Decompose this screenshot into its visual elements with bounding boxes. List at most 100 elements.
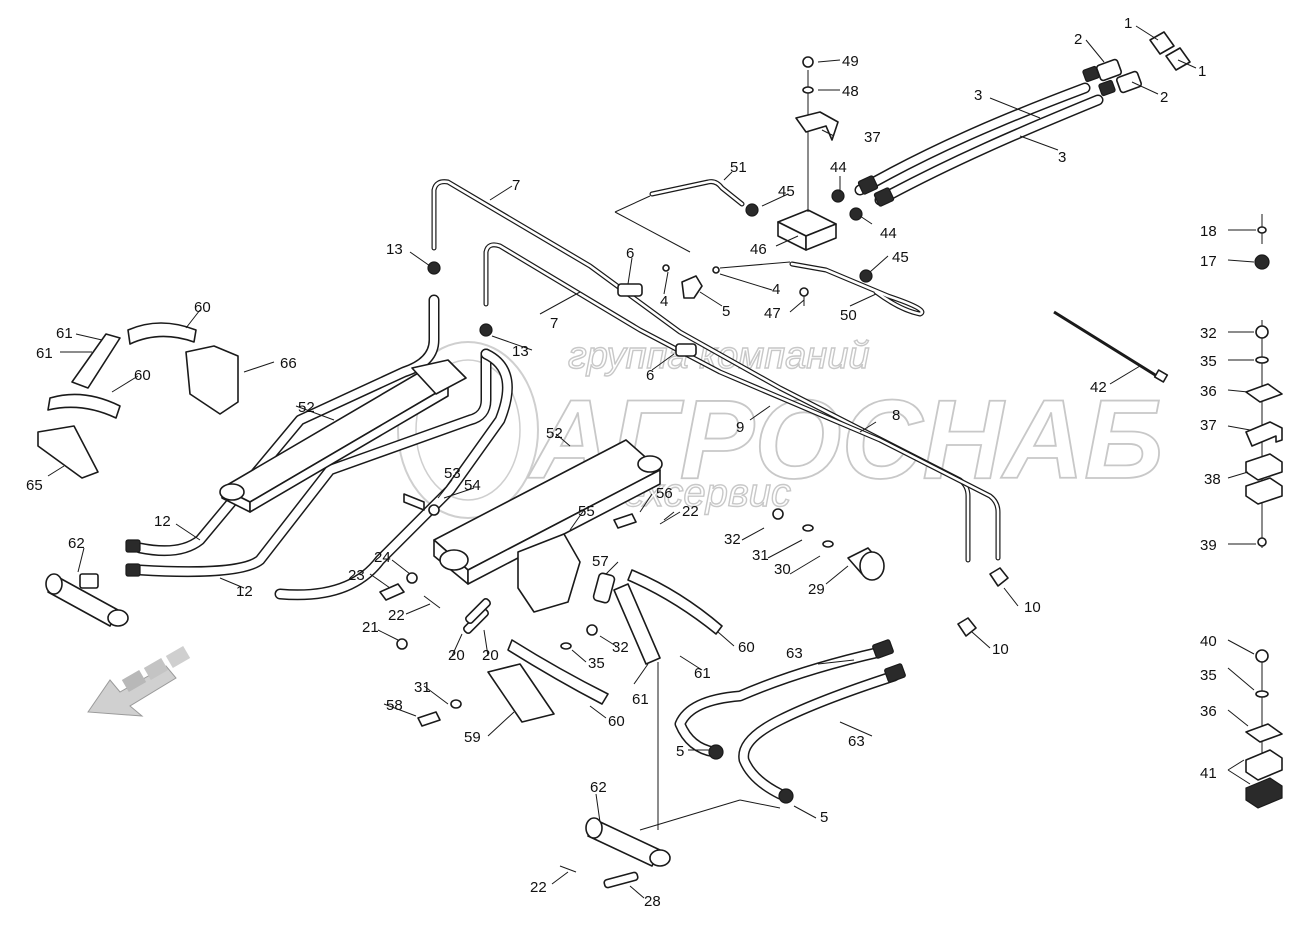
clamp-detail-bottom [1245, 649, 1283, 809]
callout-39: 39 [1200, 537, 1217, 554]
cable-tie [1053, 310, 1169, 383]
callout-22: 22 [388, 607, 405, 624]
callout-61: 61 [694, 665, 711, 682]
callout-12: 12 [154, 513, 171, 530]
callout-57: 57 [592, 553, 609, 570]
callout-63: 63 [848, 733, 865, 750]
callout-54: 54 [464, 477, 481, 494]
callout-1: 1 [1198, 63, 1206, 80]
callout-32: 32 [612, 639, 629, 656]
callout-61: 61 [56, 325, 73, 342]
steel-tubes [431, 179, 1001, 563]
callout-42: 42 [1090, 379, 1107, 396]
callout-37: 37 [1200, 417, 1217, 434]
callout-61: 61 [632, 691, 649, 708]
small-parts [379, 493, 885, 727]
callout-61: 61 [36, 345, 53, 362]
callout-53: 53 [444, 465, 461, 482]
callout-66: 66 [280, 355, 297, 372]
callout-3: 3 [1058, 149, 1066, 166]
callout-45: 45 [778, 183, 795, 200]
callout-29: 29 [808, 581, 825, 598]
callout-52: 52 [298, 399, 315, 416]
callout-60: 60 [134, 367, 151, 384]
callout-7: 7 [550, 315, 558, 332]
callout-22: 22 [530, 879, 547, 896]
callout-51: 51 [730, 159, 747, 176]
frame-rear [219, 359, 467, 513]
left-cylinder [45, 573, 129, 627]
callout-10: 10 [1024, 599, 1041, 616]
callout-55: 55 [578, 503, 595, 520]
callout-12: 12 [236, 583, 253, 600]
callout-46: 46 [750, 241, 767, 258]
callout-5: 5 [722, 303, 730, 320]
rear-hoses [639, 567, 1009, 831]
callout-5: 5 [820, 809, 828, 826]
callout-49: 49 [842, 53, 859, 70]
callout-4: 4 [772, 281, 780, 298]
callout-17: 17 [1200, 253, 1217, 270]
upper-hoses [854, 31, 1191, 207]
callout-40: 40 [1200, 633, 1217, 650]
callout-4: 4 [660, 293, 668, 310]
callout-22: 22 [682, 503, 699, 520]
callout-50: 50 [840, 307, 857, 324]
watermark: группа компаний АГРОСНАБ техсервис [397, 334, 1164, 519]
callout-1: 1 [1124, 15, 1132, 32]
callout-63: 63 [786, 645, 803, 662]
callout-10: 10 [992, 641, 1009, 658]
central-links [487, 569, 723, 830]
valve-block [745, 56, 873, 283]
direction-arrow [87, 645, 191, 717]
callout-44: 44 [880, 225, 897, 242]
callout-21: 21 [362, 619, 379, 636]
callout-38: 38 [1204, 471, 1221, 488]
callout-62: 62 [68, 535, 85, 552]
callout-9: 9 [736, 419, 744, 436]
callout-60: 60 [608, 713, 625, 730]
callout-2: 2 [1074, 31, 1082, 48]
callout-5: 5 [676, 743, 684, 760]
callout-13: 13 [386, 241, 403, 258]
callout-59: 59 [464, 729, 481, 746]
callout-35: 35 [1200, 667, 1217, 684]
callout-20: 20 [448, 647, 465, 664]
frame-front [433, 439, 663, 613]
callout-60: 60 [738, 639, 755, 656]
callout-2: 2 [1160, 89, 1168, 106]
callout-3: 3 [974, 87, 982, 104]
callout-35: 35 [1200, 353, 1217, 370]
callout-7: 7 [512, 177, 520, 194]
callout-36: 36 [1200, 703, 1217, 720]
callout-6: 6 [646, 367, 654, 384]
callout-58: 58 [386, 697, 403, 714]
callout-24: 24 [374, 549, 391, 566]
callout-65: 65 [26, 477, 43, 494]
callout-45: 45 [892, 249, 909, 266]
callout-31: 31 [752, 547, 769, 564]
left-brackets [37, 322, 239, 479]
callout-60: 60 [194, 299, 211, 316]
callout-23: 23 [348, 567, 365, 584]
callout-30: 30 [774, 561, 791, 578]
callout-32: 32 [1200, 325, 1217, 342]
front-hoses [125, 294, 513, 601]
callout-52: 52 [546, 425, 563, 442]
callout-32: 32 [724, 531, 741, 548]
leader-lines [47, 25, 1256, 899]
fittings [427, 261, 809, 357]
callout-41: 41 [1200, 765, 1217, 782]
callout-62: 62 [590, 779, 607, 796]
callout-28: 28 [644, 893, 661, 910]
callout-36: 36 [1200, 383, 1217, 400]
callout-8: 8 [892, 407, 900, 424]
callout-20: 20 [482, 647, 499, 664]
callout-6: 6 [626, 245, 634, 262]
callout-44: 44 [830, 159, 847, 176]
callout-56: 56 [656, 485, 673, 502]
callout-48: 48 [842, 83, 859, 100]
callouts: 1 1 2 2 3 3 49 48 37 51 45 44 44 45 46 7… [26, 15, 1221, 910]
callout-37: 37 [864, 129, 881, 146]
